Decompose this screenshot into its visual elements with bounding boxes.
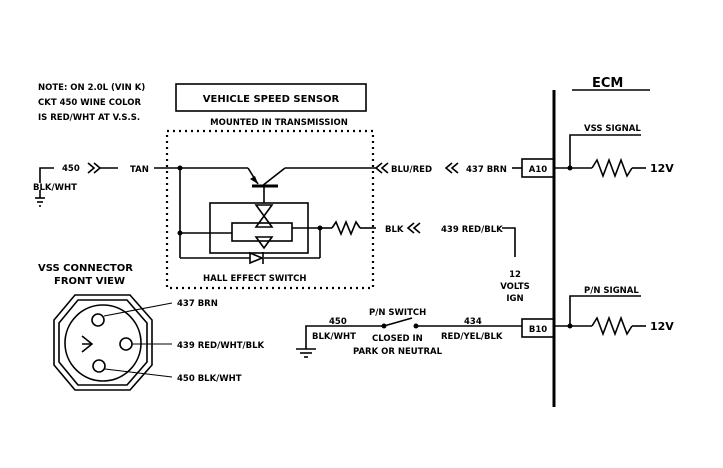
wire-434-color: RED/YEL/BLK [441, 332, 503, 342]
pn-switch-label: P/N SWITCH [369, 308, 426, 318]
wire-450b-label: 450 [329, 317, 347, 327]
wire-437-label: 437 BRN [466, 165, 507, 175]
volts-12-label: 12 [509, 270, 521, 280]
vss-signal-circuit [554, 134, 646, 179]
circuit-note: NOTE: ON 2.0L (VIN K) CKT 450 WINE COLOR… [38, 83, 145, 123]
pn-switch-circuit [296, 317, 522, 358]
vss-12v-label: 12V [650, 162, 674, 175]
ground-450-left [35, 167, 54, 207]
pn-signal-circuit [554, 295, 646, 337]
connector-title-1: VSS CONNECTOR [38, 263, 133, 274]
volts-label: VOLTS [500, 282, 530, 292]
pn-12v-label: 12V [650, 320, 674, 333]
vss-title: VEHICLE SPEED SENSOR [203, 94, 340, 105]
hall-effect-label: HALL EFFECT SWITCH [203, 274, 307, 284]
wire-450-color-left: BLK/WHT [33, 183, 77, 193]
wire-439-label: 439 RED/BLK [441, 225, 503, 235]
vss-housing-outline [165, 129, 375, 290]
pin1-leader [103, 302, 173, 317]
hall-effect-circuit [177, 165, 376, 265]
connector-arrow [87, 162, 96, 174]
connector-title-2: FRONT VIEW [54, 276, 125, 287]
connector-pin3-label: 450 BLK/WHT [177, 374, 242, 384]
pin3-leader [104, 368, 173, 378]
closed-in-label: CLOSED IN [372, 334, 423, 344]
wire-blu-red-label: BLU/RED [391, 165, 432, 175]
park-neutral-label: PARK OR NEUTRAL [353, 347, 443, 357]
ecm-title: ECM [592, 76, 623, 91]
vss-title-box [175, 83, 367, 112]
connector-pin1-label: 437 BRN [177, 299, 218, 309]
pn-signal-label: P/N SIGNAL [584, 286, 639, 296]
note-line-1: NOTE: ON 2.0L (VIN K) [38, 83, 145, 93]
wire-434-label: 434 [464, 317, 482, 327]
vss-signal-label: VSS SIGNAL [584, 124, 641, 134]
pin-a10-label: A10 [529, 165, 547, 175]
wire-blk-label: BLK [385, 225, 404, 235]
wire-tan-label: TAN [130, 165, 149, 175]
vss-connector-front-view [53, 294, 153, 391]
ign-label: IGN [506, 294, 523, 304]
vss-subtitle: MOUNTED IN TRANSMISSION [210, 118, 348, 128]
wire-450-label: 450 [62, 164, 80, 174]
note-line-3: IS RED/WHT AT V.S.S. [38, 113, 140, 123]
pin-b10-label: B10 [529, 325, 547, 335]
note-line-2: CKT 450 WINE COLOR [38, 98, 142, 108]
connector-pin2-label: 439 RED/WHT/BLK [177, 341, 265, 351]
wire-450b-color: BLK/WHT [312, 332, 356, 342]
pin-b10 [521, 318, 555, 338]
